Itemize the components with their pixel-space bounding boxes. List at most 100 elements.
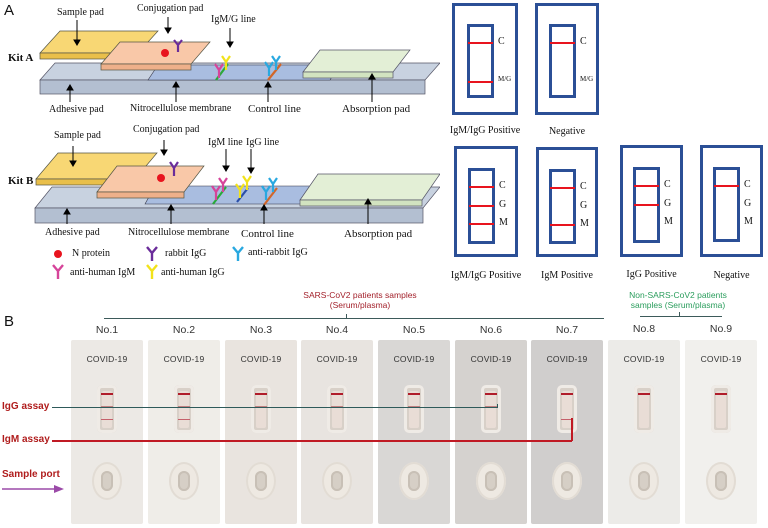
result-window: [97, 385, 117, 433]
sample-port: [169, 462, 199, 500]
result-line-c: [550, 42, 575, 44]
test-strip-2: COVID-19: [148, 340, 220, 524]
cassette-mark-mg: M/G: [498, 75, 511, 83]
sample-port: [399, 462, 429, 500]
result-line-c: [469, 186, 494, 188]
kit-b-sample-pad-label: Sample pad: [54, 130, 101, 141]
sample-number-label: No.7: [537, 324, 597, 336]
sample-number-label: No.6: [461, 324, 521, 336]
sample-port: [706, 462, 736, 500]
kit-b-igg-line-label: IgG line: [246, 137, 279, 148]
igg-assay-line: [52, 407, 498, 408]
control-line-mark: [178, 393, 190, 395]
cassette-title: Negative: [680, 270, 768, 281]
test-strip-9: COVID-19: [685, 340, 757, 524]
legend-anti-rabbit-igg-icon: [233, 247, 243, 261]
result-line-m: [550, 224, 575, 226]
strip-brand-label: COVID-19: [378, 354, 450, 364]
strip-brand-label: COVID-19: [608, 354, 680, 364]
strip-brand-label: COVID-19: [71, 354, 143, 364]
result-line-c: [714, 185, 739, 187]
cassette-mark-c: C: [580, 36, 587, 47]
legend-rabbit-igg-icon: [147, 247, 157, 261]
sample-port: [476, 462, 506, 500]
kit-b-conjugation-pad-label: Conjugation pad: [133, 124, 199, 135]
cassette-window: [467, 24, 494, 98]
result-line-m: [469, 223, 494, 225]
kit-a-control-line-label: Control line: [248, 103, 301, 115]
kit-a-conjugation-pad-label: Conjugation pad: [137, 3, 203, 14]
legend-anti-rabbit-igg-label: anti-rabbit IgG: [248, 247, 308, 258]
control-line-mark: [408, 393, 420, 395]
sample-number-label: No.3: [231, 324, 291, 336]
test-strip-1: COVID-19: [71, 340, 143, 524]
test-strip-6: COVID-19: [455, 340, 527, 524]
strip-brand-label: COVID-19: [531, 354, 603, 364]
kit-b-cassette-1: CGM: [454, 146, 518, 257]
cassette-window: [713, 167, 740, 242]
result-line-mg: [468, 81, 493, 83]
result-window: [557, 385, 577, 433]
result-line-c: [468, 42, 493, 44]
cassette-mark-g: G: [664, 198, 671, 209]
sample-number-label: No.5: [384, 324, 444, 336]
legend-anti-human-igg-label: anti-human IgG: [161, 267, 225, 278]
cassette-mark-g: G: [499, 199, 506, 210]
kit-b-nitrocellulose-label: Nitrocellulose membrane: [128, 227, 229, 238]
test-strip-8: COVID-19: [608, 340, 680, 524]
result-window: [711, 385, 731, 433]
sample-number-label: No.9: [691, 323, 751, 335]
kit-b-adhesive-pad: [35, 208, 423, 223]
legend-n-protein-label: N protein: [72, 248, 110, 259]
kit-b-igm-line-label: IgM line: [208, 137, 243, 148]
cassette-mark-g: G: [744, 198, 751, 209]
cassette-mark-m: M: [664, 216, 673, 227]
sample-port: [552, 462, 582, 500]
kit-b-adhesive-pad-label: Adhesive pad: [45, 227, 100, 238]
igm-assay-label: IgM assay: [2, 434, 50, 445]
cassette-mark-mg: M/G: [580, 75, 593, 83]
result-line-c: [634, 185, 659, 187]
control-line-mark: [485, 393, 497, 395]
kit-a-absorption-pad: [303, 50, 410, 72]
result-window: [251, 385, 271, 433]
kit-b-cassette-3: CGM: [620, 145, 683, 257]
kit-b-strip: [35, 140, 440, 224]
control-line-mark: [638, 393, 650, 395]
strip-brand-label: COVID-19: [148, 354, 220, 364]
kit-a-strip: [40, 17, 440, 102]
result-line-g: [469, 205, 494, 207]
result-line-g: [634, 204, 659, 206]
sample-port: [629, 462, 659, 500]
group-non-sars-label: Non-SARS-CoV2 patients samples (Serum/pl…: [628, 290, 728, 310]
kit-a-cassette-1: CM/G: [452, 3, 518, 115]
test-strip-3: COVID-19: [225, 340, 297, 524]
legend-n-protein-icon: [54, 250, 62, 258]
cassette-mark-c: C: [580, 181, 587, 192]
result-window: [481, 385, 501, 433]
kit-a-cassette-2: C M/G: [535, 3, 599, 115]
result-window: [404, 385, 424, 433]
sample-number-label: No.2: [154, 324, 214, 336]
cassette-window: [549, 24, 576, 98]
cassette-mark-g: G: [580, 200, 587, 211]
control-line-mark: [715, 393, 727, 395]
kit-a-adhesive-pad-label: Adhesive pad: [49, 104, 104, 115]
sample-port: [322, 462, 352, 500]
result-window: [634, 385, 654, 433]
cassette-mark-c: C: [499, 180, 506, 191]
control-line-mark: [101, 393, 113, 395]
legend-anti-human-igm-icon: [53, 265, 63, 279]
strip-brand-label: COVID-19: [455, 354, 527, 364]
test-strip-4: COVID-19: [301, 340, 373, 524]
kit-a-nitrocellulose-label: Nitrocellulose membrane: [130, 103, 231, 114]
kit-b-cassette-2: CGM: [536, 147, 598, 257]
igm-assay-line: [52, 440, 572, 442]
cassette-mark-m: M: [580, 218, 589, 229]
kit-a-label: Kit A: [8, 52, 33, 64]
cassette-window: [549, 169, 576, 244]
n-protein-dot: [161, 49, 169, 57]
cassette-mark-c: C: [744, 179, 751, 190]
strip-brand-label: COVID-19: [225, 354, 297, 364]
kit-a-sample-pad-label: Sample pad: [57, 7, 104, 18]
